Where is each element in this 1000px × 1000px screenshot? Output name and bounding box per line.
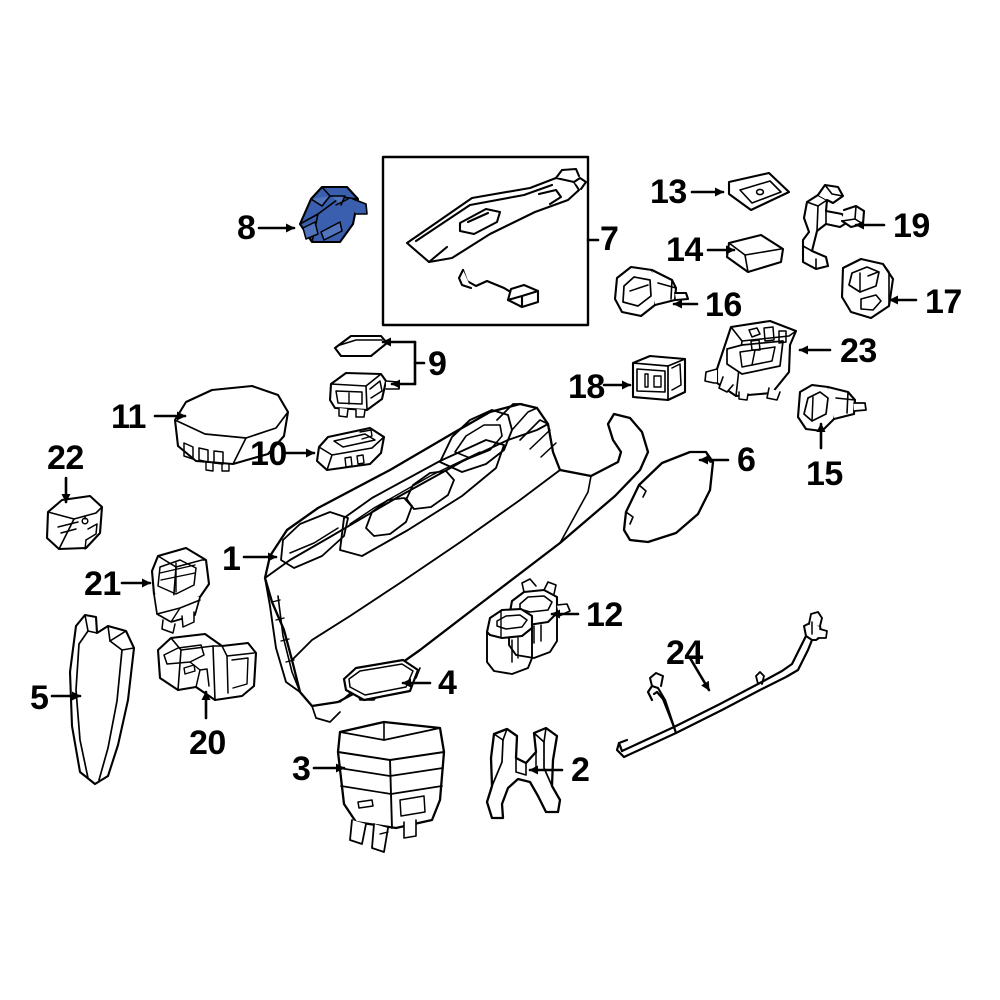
- callout-label-2[interactable]: 2: [571, 751, 590, 789]
- callout-label-11[interactable]: 11: [111, 398, 146, 436]
- callout-label-22[interactable]: 22: [47, 439, 84, 477]
- callout-label-15[interactable]: 15: [806, 455, 843, 493]
- callout-label-6[interactable]: 6: [737, 441, 756, 479]
- callout-label-24[interactable]: 24: [666, 634, 703, 672]
- callout-label-4[interactable]: 4: [438, 664, 457, 702]
- callout-label-5[interactable]: 5: [30, 679, 49, 717]
- callout-label-8[interactable]: 8: [237, 209, 256, 247]
- callout-label-12[interactable]: 12: [586, 596, 623, 634]
- callout-label-1[interactable]: 1: [222, 540, 241, 578]
- leader-24: [688, 656, 711, 692]
- callout-label-14[interactable]: 14: [666, 231, 703, 269]
- callout-label-7[interactable]: 7: [600, 220, 619, 258]
- callout-label-10[interactable]: 10: [250, 435, 287, 473]
- callout-label-9[interactable]: 9: [428, 345, 447, 383]
- callout-label-16[interactable]: 16: [705, 286, 742, 324]
- callout-label-20[interactable]: 20: [189, 724, 226, 762]
- callout-label-18[interactable]: 18: [568, 368, 605, 406]
- callout-label-13[interactable]: 13: [650, 173, 687, 211]
- callout-label-17[interactable]: 17: [925, 283, 962, 321]
- callout-label-19[interactable]: 19: [893, 207, 930, 245]
- callout-label-3[interactable]: 3: [292, 750, 311, 788]
- callout-label-21[interactable]: 21: [84, 565, 121, 603]
- callout-label-23[interactable]: 23: [840, 332, 877, 370]
